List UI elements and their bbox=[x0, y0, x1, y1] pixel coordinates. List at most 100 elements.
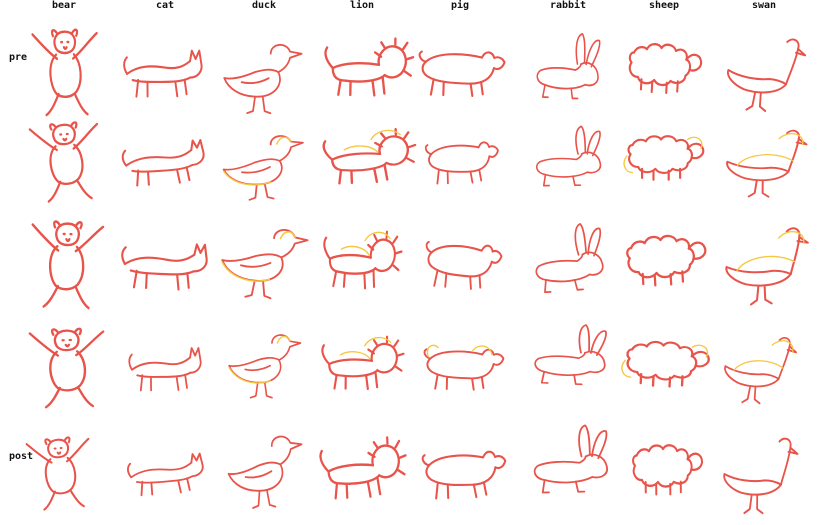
sketch-stroke bbox=[787, 137, 800, 173]
bear-sketch bbox=[25, 436, 90, 511]
sketch-stroke bbox=[421, 454, 431, 467]
sketch-stroke-secondary bbox=[370, 129, 401, 141]
sketch-stroke bbox=[686, 452, 703, 471]
column-header-pig: pig bbox=[450, 0, 470, 11]
swan-sketch bbox=[723, 437, 799, 515]
rabbit-sketch bbox=[536, 32, 601, 100]
cat-sketch bbox=[121, 243, 208, 291]
sketch-stroke bbox=[330, 152, 382, 161]
sketch-stroke bbox=[426, 357, 495, 380]
sketch-stroke bbox=[533, 455, 594, 484]
row-label-pre: pre bbox=[9, 52, 28, 63]
sketch-stroke bbox=[244, 470, 273, 479]
rabbit-sketch bbox=[534, 324, 607, 386]
cat-sketch bbox=[127, 452, 204, 497]
sketch-stroke bbox=[189, 347, 202, 374]
column-header-rabbit: rabbit bbox=[549, 0, 587, 11]
sketch-stroke bbox=[55, 222, 80, 247]
sketch-stroke bbox=[644, 480, 682, 496]
stroke-group bbox=[623, 135, 705, 181]
sketch-stroke bbox=[338, 163, 389, 185]
sketch-stroke bbox=[639, 372, 684, 388]
sketch-stroke bbox=[44, 456, 77, 495]
sketch-stroke bbox=[328, 358, 373, 366]
sketch-stroke bbox=[430, 144, 480, 156]
sketch-stroke bbox=[130, 461, 193, 479]
sketch-stroke bbox=[337, 75, 386, 97]
sketch-stroke-secondary bbox=[228, 366, 271, 384]
stroke-group bbox=[628, 42, 703, 94]
sketch-stroke bbox=[128, 353, 133, 371]
sketch-stroke bbox=[687, 241, 707, 260]
sketch-stroke bbox=[434, 374, 485, 391]
sketch-stroke bbox=[581, 251, 604, 276]
sketch-stroke bbox=[635, 444, 689, 461]
sheep-sketch bbox=[632, 444, 703, 496]
sketch-stroke-secondary bbox=[426, 344, 439, 358]
cat-sketch bbox=[121, 139, 205, 187]
stroke-group bbox=[25, 436, 90, 511]
sketch-stroke bbox=[631, 135, 690, 150]
sketch-stroke bbox=[690, 350, 710, 368]
sketch-stroke bbox=[45, 92, 89, 117]
duck-sketch bbox=[221, 229, 309, 300]
sketch-stroke bbox=[586, 130, 601, 157]
sketch-stroke bbox=[31, 31, 98, 61]
sketch-stroke bbox=[50, 327, 82, 336]
sketch-stroke-secondary bbox=[778, 133, 804, 146]
sketch-stroke bbox=[377, 45, 407, 79]
sketch-stroke bbox=[477, 141, 499, 158]
sketch-stroke bbox=[436, 168, 483, 185]
sketch-stroke bbox=[535, 153, 589, 178]
sketch-stroke bbox=[323, 236, 331, 260]
sketch-stroke bbox=[61, 338, 72, 348]
sketch-stroke bbox=[425, 240, 433, 254]
sketch-stroke bbox=[62, 232, 73, 243]
sketch-stroke bbox=[542, 173, 582, 187]
sketch-stroke bbox=[328, 253, 372, 260]
sketch-stroke bbox=[723, 473, 782, 496]
sketch-stroke bbox=[632, 42, 688, 61]
sketch-stroke bbox=[324, 46, 334, 70]
stroke-group bbox=[324, 37, 415, 97]
sketch-stroke bbox=[584, 350, 606, 374]
column-header-bear: bear bbox=[51, 0, 77, 11]
sketch-stroke-secondary bbox=[276, 136, 292, 145]
sketch-stroke bbox=[332, 269, 376, 290]
sketch-stroke bbox=[244, 279, 272, 300]
stroke-group bbox=[31, 220, 105, 310]
sketch-stroke bbox=[423, 348, 432, 360]
sketch-stroke bbox=[481, 348, 505, 366]
sketch-stroke bbox=[139, 373, 188, 392]
sketch-stroke bbox=[369, 238, 396, 273]
sheep-sketch bbox=[628, 42, 703, 94]
sketch-stroke bbox=[321, 344, 331, 366]
sketch-stroke bbox=[686, 142, 705, 160]
sketch-stroke bbox=[50, 28, 79, 38]
sketch-stroke bbox=[47, 438, 70, 459]
duck-sketch bbox=[227, 435, 303, 509]
stroke-group bbox=[323, 230, 403, 290]
sketch-stroke bbox=[541, 84, 579, 100]
sketch-stroke bbox=[132, 269, 190, 291]
sketch-stroke bbox=[535, 253, 591, 283]
sketch-stroke bbox=[435, 481, 488, 500]
stroke-group bbox=[626, 234, 707, 287]
sketch-stroke bbox=[378, 135, 409, 166]
sketch-stroke bbox=[745, 91, 767, 112]
sketch-stroke-secondary bbox=[736, 154, 794, 167]
sketch-stroke-secondary bbox=[733, 360, 784, 371]
sketch-stroke bbox=[244, 364, 271, 372]
sketch-stroke bbox=[228, 357, 282, 384]
sketch-stroke bbox=[60, 40, 70, 51]
sketch-stroke-secondary bbox=[279, 231, 296, 240]
sketch-stroke bbox=[626, 246, 695, 279]
sketch-stroke bbox=[685, 53, 703, 72]
sketch-stroke bbox=[48, 245, 85, 291]
sketch-stroke bbox=[52, 123, 76, 146]
sketch-stroke bbox=[322, 140, 334, 161]
sketch-stroke bbox=[630, 234, 691, 250]
swan-sketch bbox=[726, 129, 808, 198]
sketch-stroke-secondary bbox=[686, 136, 703, 150]
sketch-stroke bbox=[534, 352, 592, 376]
